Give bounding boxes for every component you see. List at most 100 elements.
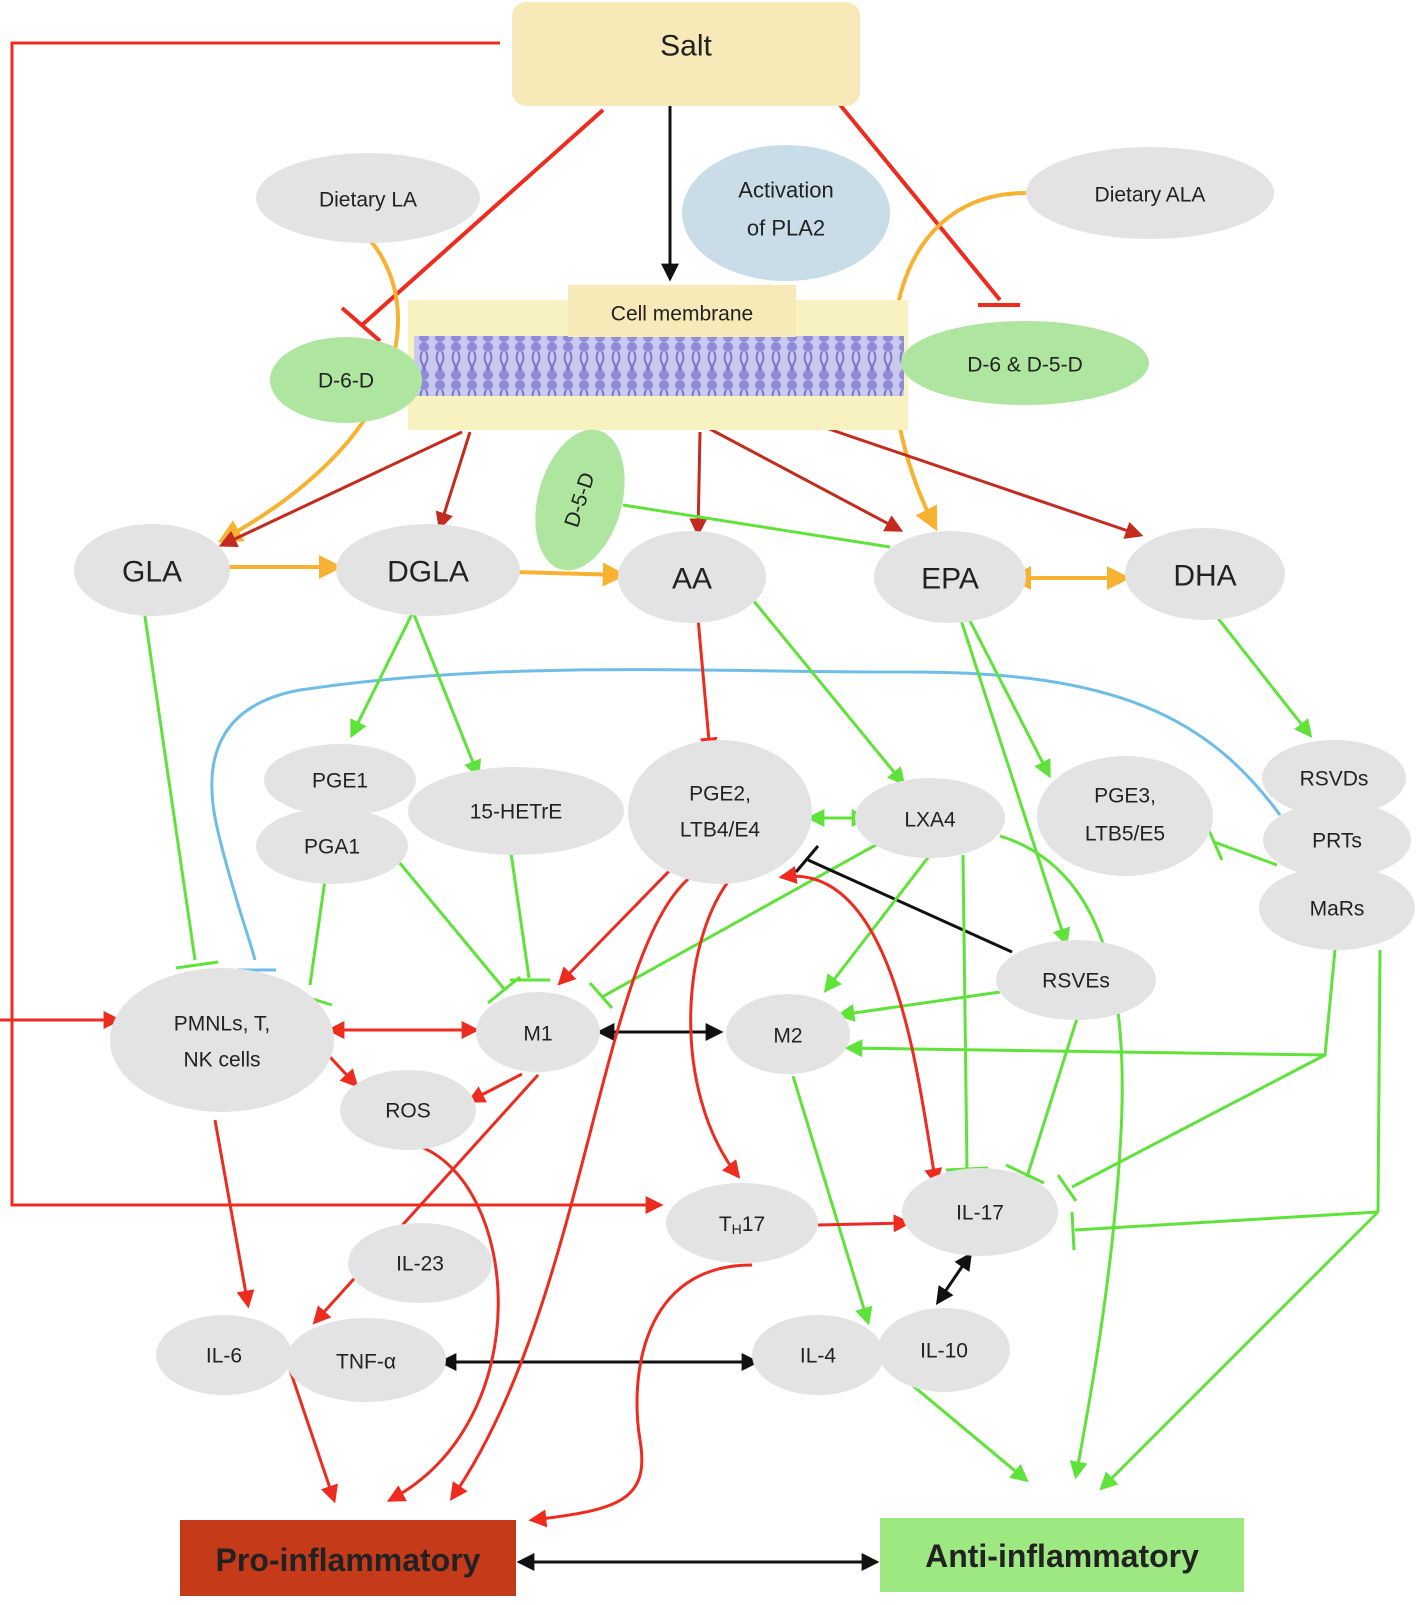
gla-label: GLA [122, 556, 182, 589]
aa-node: AA [618, 531, 766, 623]
membrane-to-dha [825, 426, 1144, 539]
dha-node: DHA [1125, 528, 1285, 620]
hetre-inhibits-m1 [509, 852, 531, 979]
dietary-la-node: Dietary LA [256, 153, 480, 243]
pge2-to-th17 [689, 868, 741, 1179]
connector-layer [0, 41, 1382, 1571]
th17-label-tail: 17 [742, 1213, 765, 1236]
ros-node: ROS [340, 1070, 476, 1150]
anti-inflammatory-label: Anti-inflammatory [925, 1538, 1199, 1574]
rsvds-node: RSVDs [1262, 740, 1406, 816]
m1-label: M1 [523, 1023, 552, 1046]
rsves-to-m2 [836, 990, 1001, 1022]
lxa4-node: LXA4 [855, 778, 1005, 858]
il10-label: IL-10 [920, 1340, 968, 1363]
th17-to-il17 [817, 1214, 912, 1233]
m2-label: M2 [773, 1025, 802, 1048]
pge2-to-pro-1 [449, 868, 701, 1501]
dgla-label: DGLA [387, 556, 469, 589]
hetre-node: 15-HETrE [408, 767, 624, 855]
d6-d5d-node: D-6 & D-5-D [901, 321, 1149, 405]
cell-membrane: Cell membrane [408, 285, 908, 430]
il17-label: IL-17 [956, 1202, 1004, 1225]
hetre-label: 15-HETrE [470, 801, 563, 824]
pmnl-label-line2: NK cells [183, 1049, 260, 1072]
th17-node: TH17 [666, 1183, 818, 1263]
rsves-label: RSVEs [1042, 970, 1110, 993]
pge1-node: PGE1 [264, 744, 416, 816]
dietary-ala-label: Dietary ALA [1095, 184, 1206, 207]
membrane-to-epa [707, 426, 904, 532]
il23-label: IL-23 [396, 1253, 444, 1276]
tnf-to-pro [288, 1369, 338, 1504]
cell-membrane-label: Cell membrane [611, 303, 753, 326]
membrane-to-dgla [435, 431, 472, 531]
mars-to-anti [1099, 1210, 1380, 1491]
lxa4-inhibits-il17 [961, 854, 969, 1171]
ros-to-pro [386, 1143, 500, 1502]
epa-to-rsves [958, 616, 1071, 947]
pge2-to-m1 [557, 863, 677, 986]
pge2-il17-bidirectional [778, 866, 943, 1187]
dgla-to-hetre [411, 611, 482, 779]
il10-node: IL-10 [878, 1308, 1010, 1392]
il17-il10-bidirectional [935, 1252, 973, 1305]
m2-node: M2 [726, 994, 850, 1074]
salt-label: Salt [660, 30, 712, 63]
pge2-node: PGE2, LTB4/E4 [628, 740, 812, 884]
pga1-inhibits-pmnl [308, 879, 327, 986]
epa-to-pge3 [966, 616, 1051, 779]
pmnl-label-line1: PMNLs, T, [174, 1013, 270, 1036]
pga1-label: PGA1 [304, 836, 360, 859]
m2-to-il10 [791, 1075, 873, 1326]
lxa4-label: LXA4 [904, 809, 956, 832]
d6d-label: D-6-D [318, 370, 374, 393]
prts-node: PRTs [1263, 802, 1411, 878]
gla-inhibits-pmnl [141, 602, 197, 961]
dgla-to-aa [514, 562, 627, 587]
lxa4-to-anti [999, 834, 1124, 1480]
mars-il17-lower-bar [1070, 1211, 1076, 1251]
mars-il17-bar [1056, 1174, 1078, 1202]
rsves-black-bar [794, 845, 820, 873]
mars-node: MaRs [1259, 866, 1415, 950]
dietary-la-label: Dietary LA [319, 189, 417, 212]
pge1-label: PGE1 [312, 770, 368, 793]
il6-label: IL-6 [206, 1345, 242, 1368]
prts-inhibits-pmnl-curve [210, 668, 1282, 961]
lxa4-bar [588, 982, 614, 1009]
dietary-ala-node: Dietary ALA [1026, 147, 1274, 239]
il4-label: IL-4 [800, 1345, 837, 1368]
pro-inflammatory-label: Pro-inflammatory [216, 1542, 481, 1578]
d6-d5d-label: D-6 & D-5-D [967, 354, 1083, 377]
pge3-label-line2: LTB5/E5 [1085, 823, 1165, 846]
salt-inhibits-d6d5d [830, 93, 1002, 302]
epa-node: EPA [874, 531, 1026, 623]
salt-left-feedback-line [10, 41, 664, 1214]
pla2-node: Activation of PLA2 [682, 145, 890, 281]
epa-label: EPA [921, 563, 979, 596]
d6d-node: D-6-D [270, 337, 422, 423]
rsves-inhibits-pge2 [807, 858, 1013, 954]
dha-to-rsvds [1211, 611, 1313, 738]
pla2-label-line1: Activation [738, 178, 833, 203]
mars-inhibits-il17-lower [1074, 1210, 1379, 1232]
ros-label: ROS [385, 1100, 431, 1123]
th17-to-pro [528, 1263, 753, 1528]
d5d-node: D-5-D [535, 429, 625, 571]
pmnl-to-il6 [213, 1119, 255, 1309]
aa-to-lxa4 [751, 599, 906, 786]
membrane-to-gla [218, 430, 463, 548]
pla2-label-line2: of PLA2 [747, 216, 825, 241]
th17-label-main: T [719, 1213, 732, 1236]
dgla-to-pge1 [350, 611, 415, 739]
dha-label: DHA [1173, 560, 1236, 593]
rsves-il17-bar [1005, 1163, 1045, 1185]
il6-node: IL-6 [156, 1315, 292, 1395]
m1-to-tnf [312, 1073, 540, 1325]
dgla-node: DGLA [336, 524, 520, 616]
pmnl-to-ros [328, 1055, 359, 1088]
mars-right-line [1376, 949, 1382, 1213]
mars-inhibits-il17 [1071, 1053, 1326, 1189]
